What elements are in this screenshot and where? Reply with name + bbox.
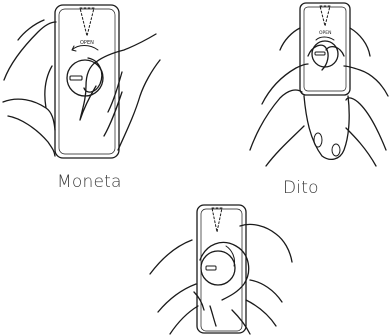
open-direction-marker (211, 207, 223, 233)
removed-cover (303, 95, 350, 161)
left-hand (249, 27, 309, 167)
remote-inner-edge (303, 6, 347, 92)
panel-finger: OPEN (249, 2, 389, 167)
right-hand (343, 27, 389, 167)
left-thumb (307, 44, 329, 71)
coin-slot (314, 51, 326, 56)
open-arrow-icon (315, 36, 335, 41)
right-hand (231, 223, 293, 335)
open-label: OPEN (80, 40, 94, 46)
remote-body (196, 204, 247, 334)
thumb (199, 241, 250, 301)
caption-finger: Dito (283, 178, 319, 198)
left-hand (149, 239, 217, 335)
open-direction-marker (319, 5, 331, 27)
panel-thumbnail (149, 204, 293, 335)
remote-body (299, 2, 351, 96)
open-arrow-icon (71, 45, 99, 51)
battery-cover-disc (200, 250, 236, 286)
open-direction-marker (79, 7, 95, 37)
coin-slot (69, 75, 83, 81)
right-hand (79, 33, 161, 151)
caption-coin: Moneta (57, 172, 122, 192)
right-thumb (325, 45, 345, 57)
panel-coin: OPEN (2, 4, 161, 159)
open-label: OPEN (319, 30, 331, 36)
left-hand (2, 19, 57, 131)
remote-body (54, 4, 120, 159)
remote-inner-edge (58, 8, 116, 155)
coin-slot (205, 265, 217, 271)
